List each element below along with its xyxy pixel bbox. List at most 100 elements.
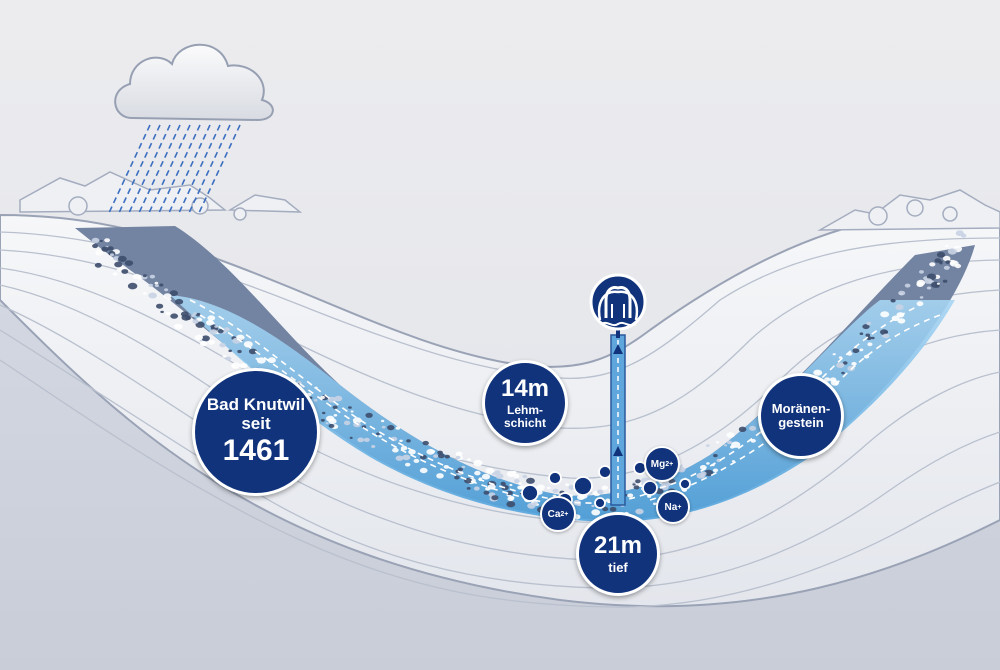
gravel-stone [402, 454, 411, 461]
groundwater-zone [170, 295, 955, 522]
gravel-stone [413, 458, 420, 463]
gravel-stone [491, 495, 499, 501]
gravel-stone [565, 483, 570, 486]
badge-bad-knutwil-line2: seit [241, 413, 271, 433]
gravel-stone [395, 455, 404, 461]
gravel-stone [363, 437, 370, 442]
gravel-stone [483, 490, 490, 495]
gravel-stone [149, 274, 156, 279]
gravel-stone [457, 467, 463, 472]
gravel-stone [124, 260, 134, 266]
gravel-stone [726, 440, 733, 445]
gravel-stone [357, 437, 365, 443]
gravel-stone [117, 255, 127, 262]
gravel-stone [481, 473, 491, 480]
gravel-stone [436, 473, 444, 479]
ion-ca-symbol: Ca [547, 508, 561, 520]
gravel-stone [518, 482, 522, 485]
badge-moraenen-line1: Moränen- [771, 400, 831, 416]
gravel-stone [405, 462, 411, 467]
ion-ca-charge: 2+ [560, 510, 569, 518]
gravel-stone [444, 454, 450, 459]
gravel-stone [527, 502, 536, 509]
badge-bad-knutwil-year: 1461 [222, 434, 290, 468]
gravel-stone [500, 481, 506, 486]
ion-mg-symbol: Mg [650, 458, 666, 470]
gravel-stone [830, 380, 840, 386]
gravel-stone [890, 298, 896, 303]
gravel-stone [387, 425, 395, 431]
gravel-stone [159, 283, 164, 287]
gravel-stone [466, 487, 471, 490]
badge-depth: 21m tief [576, 512, 660, 596]
gravel-stone [399, 439, 403, 442]
gravel-stone [376, 432, 380, 436]
gravel-stone [495, 473, 504, 479]
gravel-stone [343, 420, 351, 426]
gravel-stone [867, 342, 873, 347]
gravel-stone [880, 329, 888, 335]
ion-mg-charge: 2+ [665, 460, 674, 468]
gravel-stone [142, 274, 147, 278]
gravel-stone [201, 335, 210, 342]
gravel-stone [209, 329, 218, 335]
gravel-stone [169, 290, 178, 297]
gravel-stone [871, 336, 875, 340]
gravel-stone [381, 425, 386, 429]
gravel-stone [916, 301, 924, 307]
gravel-stone [895, 304, 904, 311]
gravel-stone [936, 282, 940, 285]
gravel-stone [934, 258, 942, 263]
gravel-stone [91, 237, 100, 243]
gravel-stone [333, 414, 338, 417]
gravel-stone [591, 504, 595, 508]
gravel-stone [552, 488, 559, 493]
gravel-stone [104, 238, 110, 243]
gravel-stone [350, 410, 354, 413]
gravel-stone [941, 254, 945, 258]
gravel-stone [94, 262, 102, 268]
gravel-stone [514, 479, 520, 484]
gravel-stone [942, 279, 948, 283]
badge-bad-knutwil: Bad Knutwil seit 1461 [192, 368, 320, 496]
badge-lehmschicht: 14m Lehm- schicht [482, 360, 568, 446]
gravel-stone [696, 472, 706, 479]
gravel-stone [114, 261, 123, 268]
ion-na-symbol: Na [664, 501, 678, 513]
gravel-stone [506, 501, 516, 508]
gravel-stone [605, 498, 611, 502]
gravel-stone [841, 371, 845, 375]
rain [107, 124, 241, 216]
gravel-stone [173, 323, 183, 330]
gravel-stone [947, 248, 957, 255]
gravel-stone [536, 484, 545, 491]
gravel-stone [522, 474, 528, 479]
gravel-stone [944, 244, 949, 248]
gravel-stone [627, 493, 634, 498]
gravel-stone [332, 405, 338, 410]
gravel-stone [419, 467, 428, 474]
gravel-stone [195, 321, 205, 328]
badge-lehmschicht-value: 14m [500, 375, 550, 403]
gravel-stone [223, 327, 230, 332]
gravel-stone [328, 423, 335, 428]
gravel-stone [214, 325, 219, 328]
gravel-stone [163, 293, 172, 299]
gravel-stone [880, 311, 890, 318]
gravel-stone [635, 508, 644, 515]
gravel-stone [904, 283, 911, 288]
gravel-stone [455, 451, 463, 457]
fountain-icon [589, 273, 647, 331]
gravel-stone [492, 472, 497, 476]
gravel-stone [919, 296, 924, 299]
gravel-stone [400, 445, 408, 451]
gravel-stone [939, 262, 943, 265]
gravel-stone [175, 298, 184, 305]
gravel-stone [461, 465, 466, 469]
gravel-stone [506, 490, 513, 496]
gravel-stone [156, 303, 164, 309]
gravel-stone [945, 260, 951, 265]
gravel-stone [898, 290, 906, 296]
